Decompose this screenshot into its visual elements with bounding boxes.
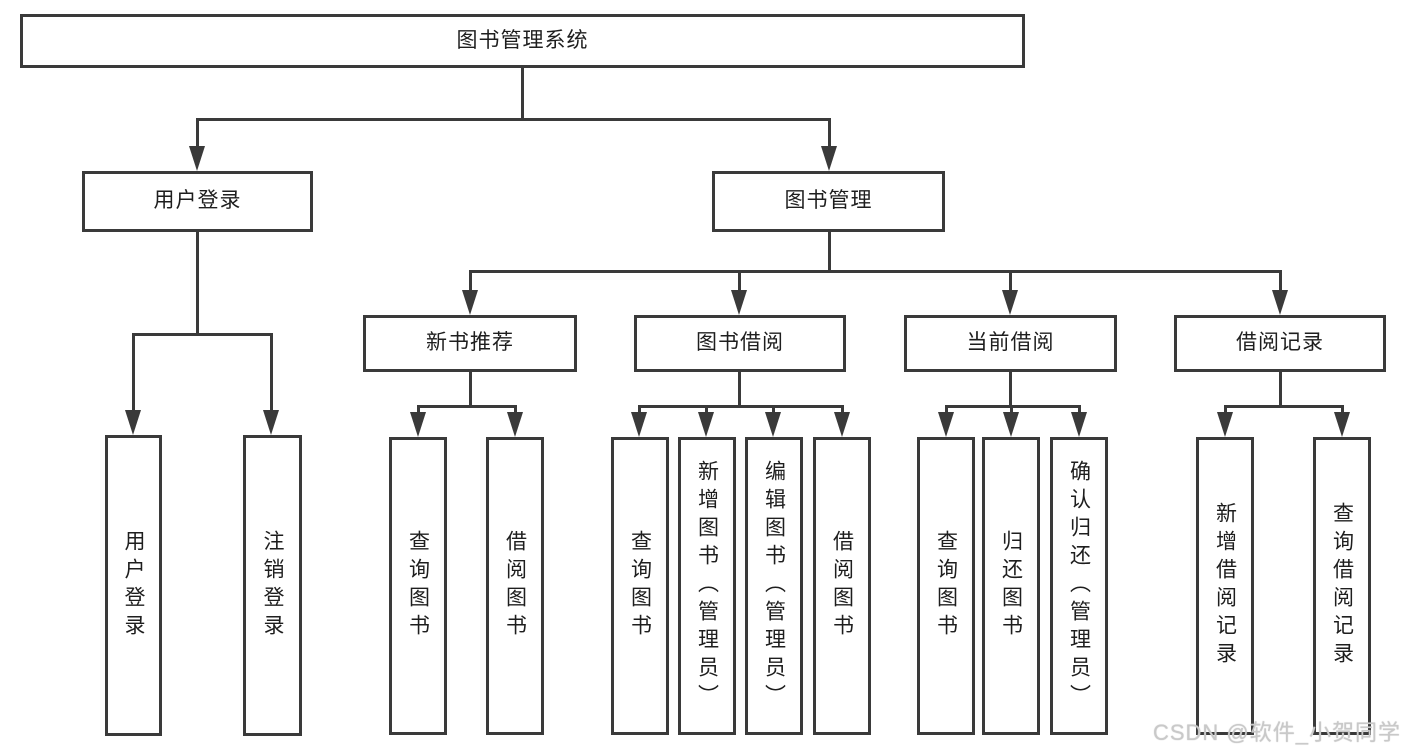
arrowhead-book-borrow: [731, 290, 747, 315]
arrowhead-borrow-record: [1272, 290, 1288, 315]
node-new-book-recommend-label: 新书推荐: [426, 331, 514, 355]
leaf-record-add-record: 新增借阅记录: [1196, 437, 1254, 735]
leaf-newbook-query-books-label: 查询图书: [406, 530, 430, 642]
connector-root-stem: [521, 68, 524, 120]
arrowhead-br-query: [1334, 412, 1350, 437]
leaf-current-return-books: 归还图书: [982, 437, 1040, 735]
node-book-management-label: 图书管理: [784, 189, 873, 213]
arrowhead-cb-query: [938, 412, 954, 437]
node-user-login: 用户登录: [82, 171, 313, 232]
node-borrow-record: 借阅记录: [1174, 315, 1386, 372]
connector-book-management-stem: [828, 232, 831, 272]
node-book-borrow: 图书借阅: [634, 315, 846, 372]
node-book-management: 图书管理: [712, 171, 945, 232]
node-borrow-record-label: 借阅记录: [1236, 331, 1324, 355]
node-root: 图书管理系统: [20, 14, 1025, 68]
connector-to-current-borrow: [1009, 270, 1012, 292]
connector-borrow-record-stem: [1279, 372, 1282, 408]
arrowhead-newbook-borrow: [507, 412, 523, 437]
connector-to-bb-edit: [772, 405, 775, 413]
arrowhead-bb-edit: [765, 412, 781, 437]
arrowhead-leaf-user-login: [125, 410, 141, 435]
arrowhead-bb-borrow: [834, 412, 850, 437]
node-current-borrow: 当前借阅: [904, 315, 1117, 372]
leaf-borrow-query-books: 查询图书: [611, 437, 669, 735]
arrowhead-new-book: [462, 290, 478, 315]
arrowhead-newbook-query: [410, 412, 426, 437]
connector-to-leaf-user-login: [132, 333, 135, 411]
connector-to-user-login: [196, 118, 199, 148]
connector-borrow-record-rail: [1224, 405, 1343, 408]
connector-to-newbook-borrow: [514, 405, 517, 413]
connector-book-borrow-rail: [638, 405, 843, 408]
leaf-newbook-borrow-books-label: 借阅图书: [503, 530, 527, 642]
leaf-user-login: 用户登录: [105, 435, 162, 736]
leaf-record-query-record-label: 查询借阅记录: [1330, 502, 1354, 670]
connector-new-book-stem: [469, 372, 472, 408]
leaf-user-login-label: 用户登录: [122, 529, 145, 642]
leaf-record-query-record: 查询借阅记录: [1313, 437, 1371, 735]
leaf-borrow-edit-books-admin: 编辑图书（管理员）: [745, 437, 803, 735]
node-root-label: 图书管理系统: [456, 28, 589, 52]
arrowhead-br-add: [1217, 412, 1233, 437]
arrowhead-current-borrow: [1002, 290, 1018, 315]
leaf-borrow-add-books-admin: 新增图书（管理员）: [678, 437, 736, 735]
connector-to-book-borrow: [738, 270, 741, 292]
leaf-borrow-query-books-label: 查询图书: [628, 530, 652, 642]
connector-to-cb-return: [1010, 405, 1013, 413]
node-book-borrow-label: 图书借阅: [696, 331, 784, 355]
leaf-borrow-add-books-admin-label: 新增图书（管理员）: [695, 460, 719, 712]
leaf-current-query-books-label: 查询图书: [934, 530, 958, 642]
leaf-current-query-books: 查询图书: [917, 437, 975, 735]
connector-to-new-book: [469, 270, 472, 292]
connector-to-cb-confirm: [1078, 405, 1081, 413]
leaf-logout-label: 注销登录: [261, 529, 284, 642]
connector-to-newbook-query: [417, 405, 420, 413]
connector-user-login-stem: [196, 232, 199, 336]
arrowhead-user-login: [189, 146, 205, 171]
connector-to-bb-borrow: [841, 405, 844, 413]
arrowhead-leaf-logout: [263, 410, 279, 435]
leaf-borrow-borrow-books-label: 借阅图书: [830, 530, 854, 642]
arrowhead-cb-return: [1003, 412, 1019, 437]
arrowhead-bb-add: [698, 412, 714, 437]
leaf-borrow-borrow-books: 借阅图书: [813, 437, 871, 735]
leaf-newbook-borrow-books: 借阅图书: [486, 437, 544, 735]
connector-to-bb-query: [638, 405, 641, 413]
connector-to-leaf-logout: [270, 333, 273, 411]
leaf-current-return-books-label: 归还图书: [999, 530, 1023, 642]
connector-new-book-rail: [417, 405, 516, 408]
leaf-current-confirm-return-admin: 确认归还（管理员）: [1050, 437, 1108, 735]
watermark: CSDN @软件_小贺同学: [1152, 720, 1401, 745]
node-current-borrow-label: 当前借阅: [966, 331, 1055, 355]
connector-to-borrow-record: [1279, 270, 1282, 292]
node-user-login-label: 用户登录: [153, 189, 242, 213]
arrowhead-book-management: [821, 146, 837, 171]
connector-to-book-management: [828, 118, 831, 148]
connector-book-borrow-stem: [738, 372, 741, 408]
leaf-record-add-record-label: 新增借阅记录: [1213, 502, 1237, 670]
arrowhead-bb-query: [631, 412, 647, 437]
connector-to-bb-add: [705, 405, 708, 413]
leaf-borrow-edit-books-admin-label: 编辑图书（管理员）: [762, 460, 786, 712]
connector-user-login-rail: [132, 333, 273, 336]
leaf-logout: 注销登录: [243, 435, 302, 736]
arrowhead-cb-confirm: [1071, 412, 1087, 437]
connector-to-br-query: [1341, 405, 1344, 413]
connector-to-cb-query: [945, 405, 948, 413]
leaf-newbook-query-books: 查询图书: [389, 437, 447, 735]
node-new-book-recommend: 新书推荐: [363, 315, 577, 372]
connector-current-borrow-stem: [1009, 372, 1012, 408]
connector-level3-rail: [469, 270, 1281, 273]
connector-to-br-add: [1224, 405, 1227, 413]
leaf-current-confirm-return-admin-label: 确认归还（管理员）: [1067, 460, 1091, 712]
connector-level2-rail: [196, 118, 831, 121]
